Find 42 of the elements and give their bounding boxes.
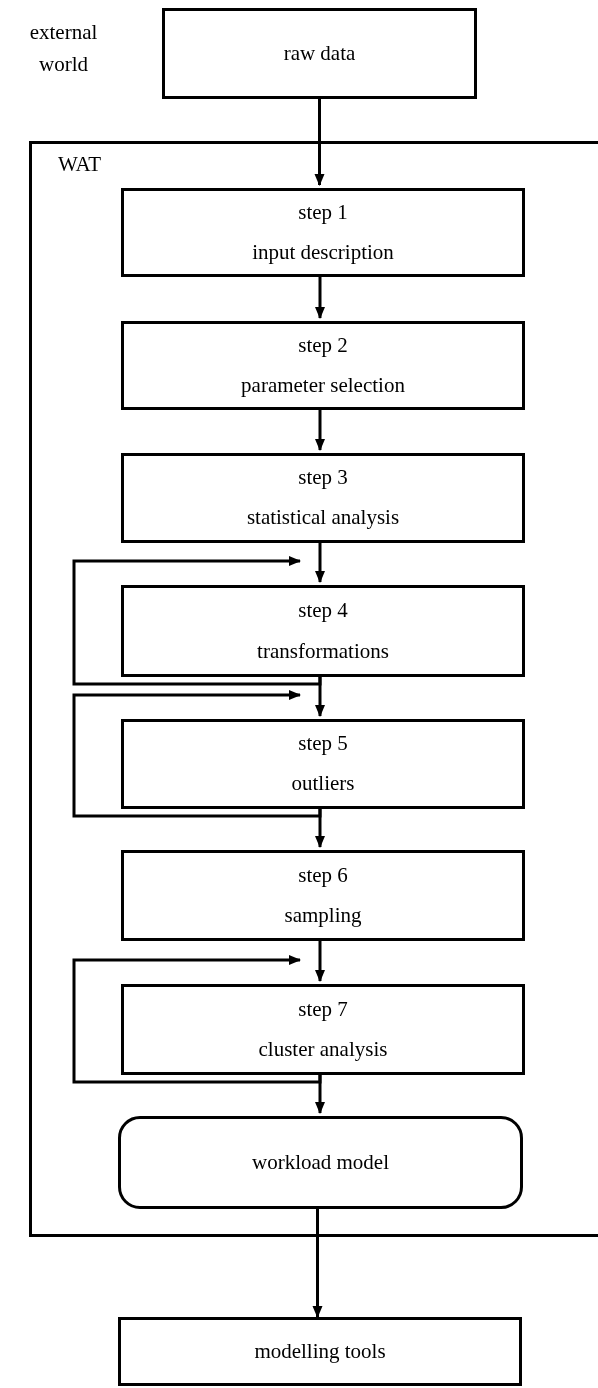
side-note: external world bbox=[28, 19, 99, 78]
arrow bbox=[314, 99, 325, 186]
step-title: step 7 bbox=[298, 997, 348, 1021]
rounded-box bbox=[118, 1116, 523, 1209]
arrow bbox=[315, 938, 325, 982]
frame-title: WAT bbox=[58, 154, 102, 175]
process-box bbox=[121, 719, 525, 809]
step-title: step 5 bbox=[298, 732, 348, 756]
arrow bbox=[72, 955, 322, 1084]
process-box bbox=[118, 1317, 522, 1386]
step-title: step 2 bbox=[298, 334, 348, 358]
box-label: statistical analysis bbox=[246, 506, 400, 530]
box-label: transformations bbox=[257, 639, 389, 664]
arrow bbox=[72, 690, 322, 818]
process-box bbox=[121, 188, 525, 277]
step-title: step 6 bbox=[298, 863, 348, 887]
process-box bbox=[121, 321, 525, 410]
arrow bbox=[312, 1206, 323, 1318]
system-frame bbox=[29, 141, 598, 1237]
arrow bbox=[315, 274, 325, 319]
process-box bbox=[121, 850, 525, 941]
box-label: input description bbox=[252, 240, 394, 264]
step-title: step 1 bbox=[298, 201, 348, 225]
arrow bbox=[315, 540, 325, 583]
step-title: step 3 bbox=[298, 466, 348, 490]
arrow bbox=[315, 806, 325, 848]
box-label: sampling bbox=[284, 904, 362, 928]
step-title: step 4 bbox=[298, 598, 348, 623]
box-label: workload model bbox=[251, 1150, 390, 1175]
box-label: cluster analysis bbox=[258, 1038, 388, 1062]
arrow bbox=[315, 1072, 325, 1114]
process-box bbox=[162, 8, 477, 99]
process-box bbox=[121, 984, 525, 1075]
box-label: parameter selection bbox=[241, 373, 405, 397]
box-label: outliers bbox=[291, 772, 355, 796]
box-label: raw data bbox=[283, 41, 356, 66]
box-label: modelling tools bbox=[254, 1339, 386, 1364]
arrow bbox=[72, 556, 322, 686]
process-box bbox=[121, 585, 525, 677]
arrow bbox=[315, 407, 325, 451]
arrow bbox=[315, 674, 325, 717]
process-box bbox=[121, 453, 525, 543]
